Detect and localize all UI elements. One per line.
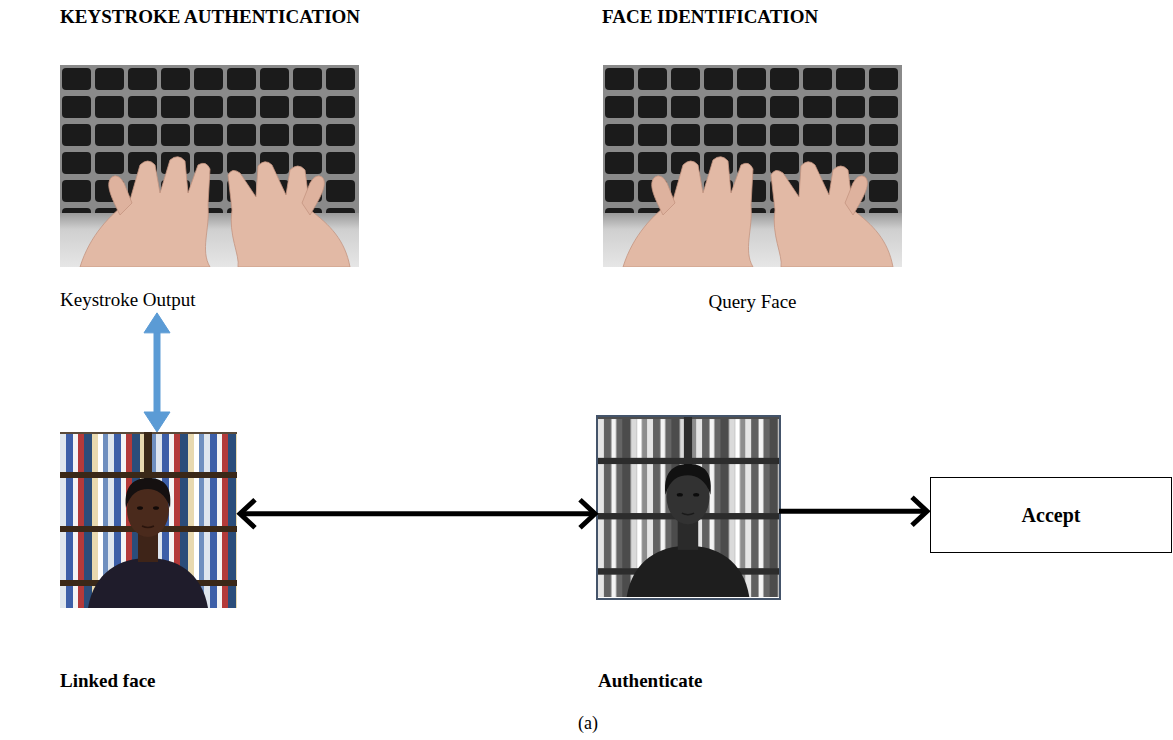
face-photo [60, 432, 237, 608]
photo-area [60, 65, 359, 267]
arrow-head [580, 500, 595, 528]
photo-frame [597, 416, 780, 599]
match-arrow [240, 500, 595, 528]
photo-caption: Authenticate [598, 670, 779, 692]
photo-area [598, 417, 779, 598]
arrow-head [144, 412, 170, 432]
link-arrow [144, 313, 170, 432]
decision-arrow [779, 497, 927, 525]
authenticate-node: Authenticate [598, 417, 779, 692]
arrow-shaft [240, 511, 595, 516]
result-box: Accept [930, 477, 1172, 553]
query-photo-node: Query Face [603, 65, 902, 313]
result-text: Accept [1022, 504, 1081, 527]
photo-area [603, 65, 902, 267]
photo-caption: Linked face [60, 670, 237, 692]
photo-area [60, 432, 237, 608]
keyboard-photo [60, 65, 359, 267]
gray-face-photo [598, 417, 779, 597]
figure-caption: (a) [538, 713, 638, 735]
section-heading: FACE IDENTIFICATION [602, 6, 818, 29]
arrow-head [912, 497, 927, 525]
keystroke-photo-node: Keystroke Output [60, 65, 359, 311]
linked-face-node: Linked face [60, 432, 237, 692]
arrow-head [144, 313, 170, 333]
arrow-shaft [154, 331, 161, 414]
arrow-shaft [779, 509, 927, 514]
section-heading: KEYSTROKE AUTHENTICATION [60, 6, 360, 29]
keyboard-photo [603, 65, 902, 267]
photo-caption: Query Face [603, 291, 902, 313]
photo-caption: Keystroke Output [60, 289, 359, 311]
arrow-head [240, 500, 255, 528]
